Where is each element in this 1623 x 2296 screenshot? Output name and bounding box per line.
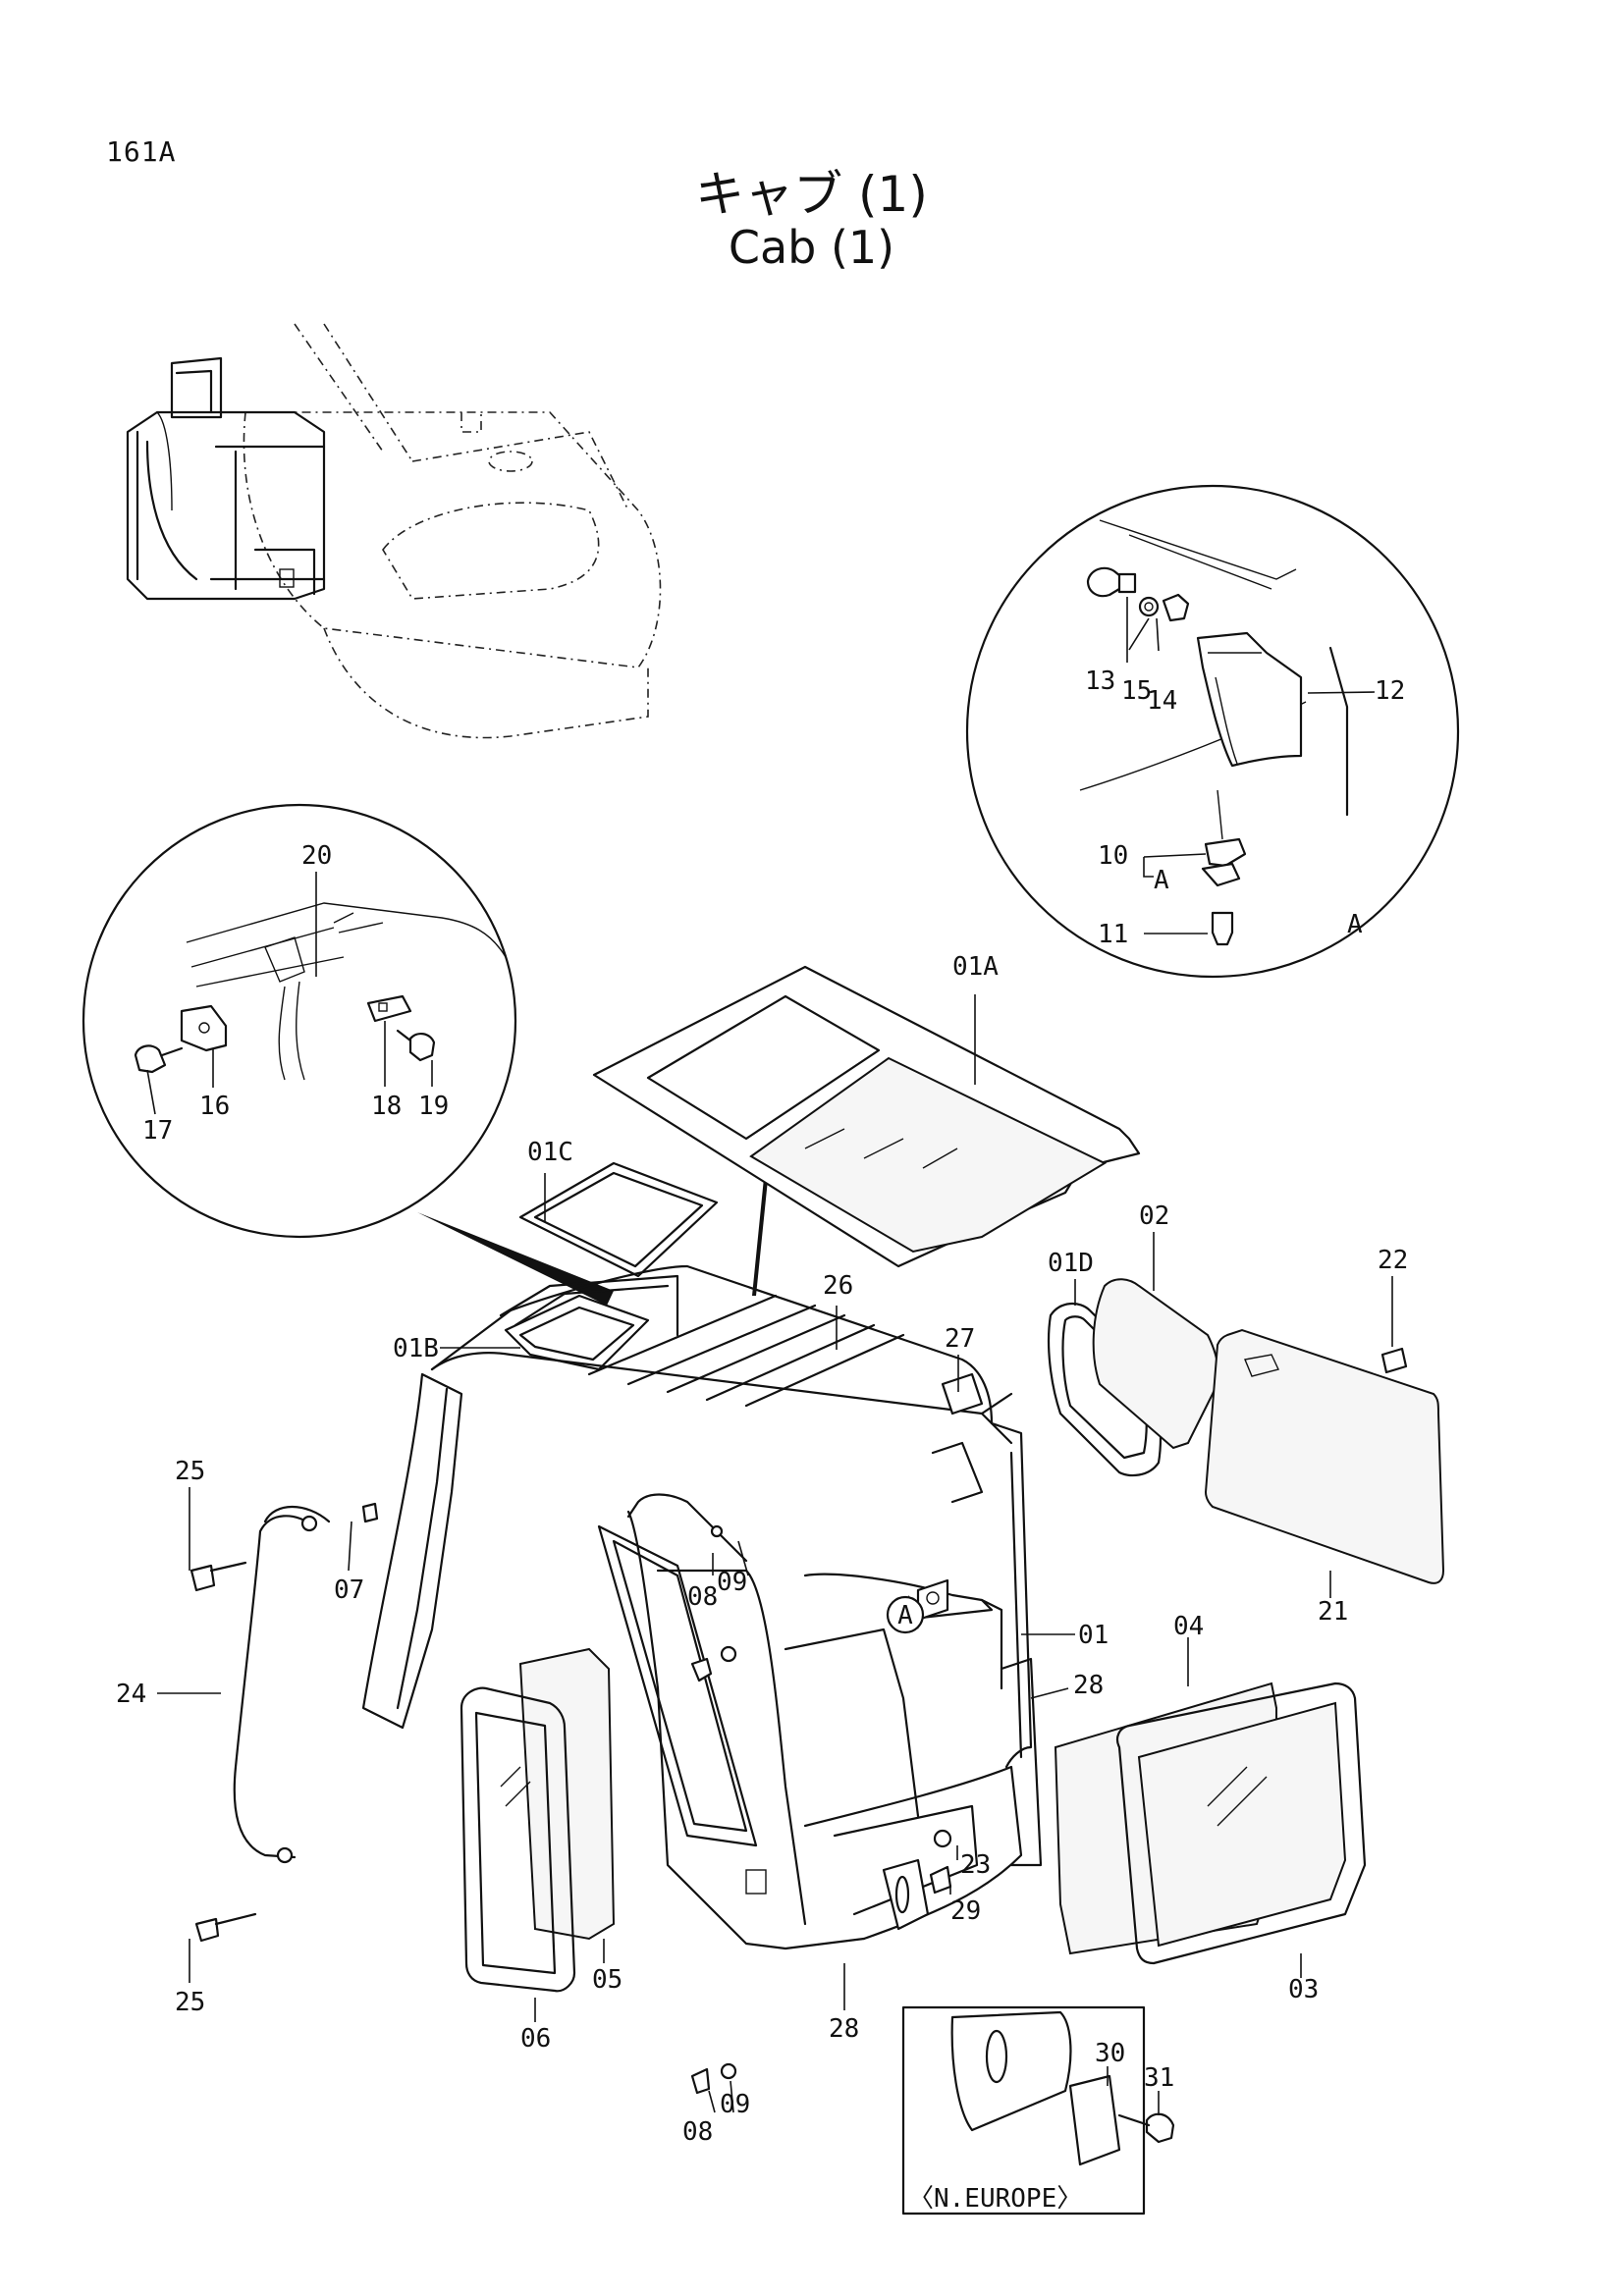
- callout-09-lower: 09: [720, 2090, 750, 2119]
- title-english: Cab (1): [728, 221, 895, 274]
- callout-03: 03: [1288, 1975, 1319, 2004]
- callout-16: 16: [199, 1092, 230, 1121]
- callout-11: 11: [1098, 920, 1128, 949]
- side-glass-05-06: [460, 1647, 616, 1993]
- callout-09-upper: 09: [717, 1568, 747, 1597]
- callout-15: 15: [1121, 676, 1152, 706]
- callout-28-upper: 28: [1073, 1671, 1104, 1700]
- callout-13: 13: [1085, 667, 1115, 696]
- callout-30: 30: [1095, 2039, 1125, 2068]
- callout-19: 19: [418, 1092, 449, 1121]
- n-europe-inset: [901, 2005, 1175, 2216]
- callout-22: 22: [1378, 1246, 1408, 1275]
- roof-panel-01a: [592, 965, 1141, 1268]
- cab-frame-01: [361, 1264, 1043, 1950]
- callout-01b: 01B: [393, 1334, 439, 1363]
- title-japanese: キャブ (1): [695, 166, 928, 223]
- detail-pointer-wedge: [417, 1212, 614, 1306]
- callout-29: 29: [950, 1896, 981, 1926]
- callout-01a: 01A: [952, 952, 999, 982]
- callout-04: 04: [1173, 1612, 1204, 1641]
- machine-overview: [126, 323, 662, 739]
- detail-pointer-wedge-2: [752, 1158, 770, 1296]
- callout-21: 21: [1318, 1597, 1348, 1627]
- callout-24: 24: [116, 1680, 146, 1709]
- callout-25-lower: 25: [175, 1988, 205, 2017]
- callout-18: 18: [371, 1092, 402, 1121]
- callout-05: 05: [592, 1965, 622, 1995]
- seal-01c: [518, 1161, 719, 1278]
- callout-27: 27: [945, 1324, 975, 1354]
- callout-07: 07: [334, 1575, 364, 1605]
- callout-01c: 01C: [527, 1138, 573, 1167]
- callout-labels: 01A 01C 01B 26 27 01D 02 22 21 01 04 28 …: [116, 667, 1408, 2214]
- callout-10: 10: [1098, 841, 1128, 871]
- page-code: 161A: [106, 135, 177, 168]
- callout-12: 12: [1375, 676, 1405, 706]
- callout-01: 01: [1078, 1621, 1109, 1650]
- callout-17: 17: [142, 1116, 173, 1146]
- callout-08-upper: 08: [687, 1582, 718, 1612]
- detail-a-marker: A: [886, 1595, 925, 1634]
- callout-a-sub: A: [1154, 866, 1169, 895]
- callout-14: 14: [1147, 686, 1177, 716]
- callout-31: 31: [1144, 2063, 1174, 2093]
- callout-25-upper: 25: [175, 1457, 205, 1486]
- detail-a-marker-label: A: [897, 1601, 913, 1630]
- callout-01d: 01D: [1048, 1249, 1094, 1278]
- detail-a-circle: [965, 484, 1460, 979]
- front-glass-04-03: [1054, 1682, 1367, 1965]
- callout-02: 02: [1139, 1201, 1169, 1231]
- rear-glass-01d-02: [1047, 1278, 1219, 1477]
- callout-23: 23: [960, 1850, 991, 1880]
- callout-20: 20: [301, 841, 332, 871]
- callout-26: 26: [823, 1271, 853, 1301]
- region-note: 〈N.EUROPE〉: [908, 2184, 1082, 2214]
- callout-06: 06: [520, 2024, 551, 2054]
- handrail-24: [233, 1505, 331, 1864]
- leader-lines: [146, 597, 1393, 2115]
- callout-08-lower: 08: [682, 2117, 713, 2147]
- callout-28-lower: 28: [829, 2014, 859, 2044]
- detail-a-label: A: [1347, 910, 1363, 939]
- seal-01b: [504, 1294, 650, 1371]
- fasteners: [189, 1347, 1408, 2095]
- door-glass-21: [1204, 1328, 1445, 1584]
- detail-bracket-circle: [81, 803, 517, 1239]
